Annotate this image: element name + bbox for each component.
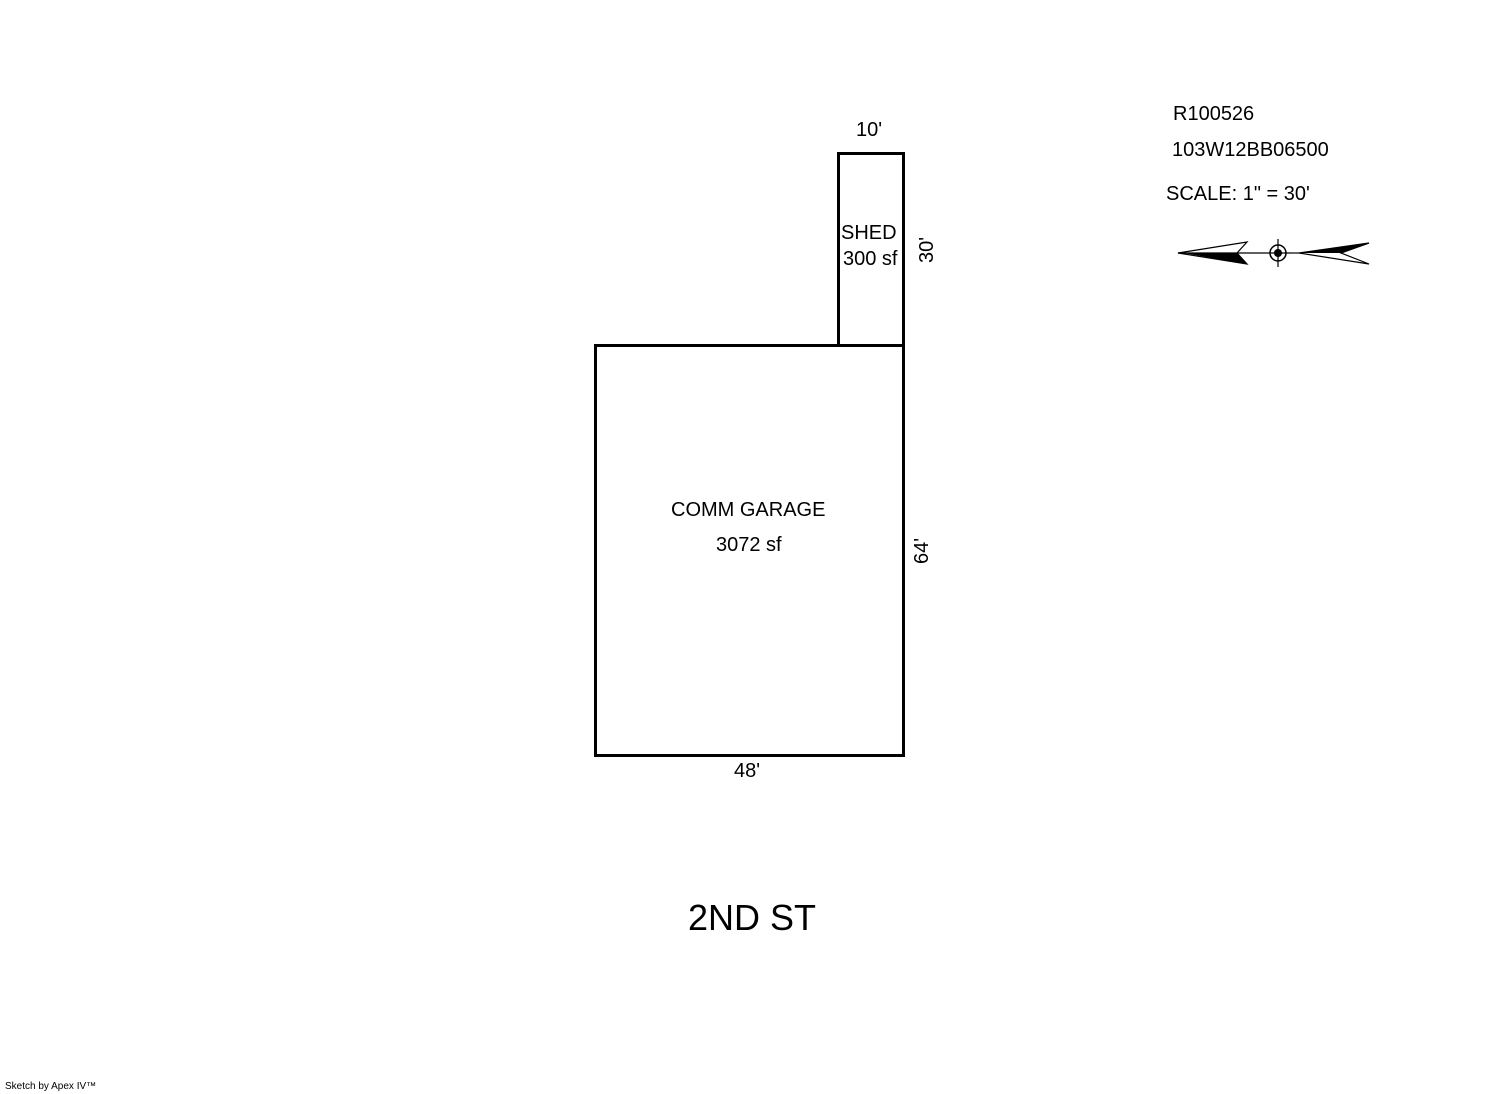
shed-name: SHED	[841, 222, 897, 244]
street-name: 2ND ST	[688, 897, 817, 938]
garage-depth-dimension: 64'	[911, 537, 933, 565]
garage-outline	[594, 344, 905, 757]
shed-area: 300 sf	[843, 248, 898, 270]
garage-width-dimension: 48'	[734, 760, 761, 782]
parcel-id: R100526	[1173, 103, 1255, 125]
north-arrow-icon	[1177, 239, 1370, 267]
scale-label: SCALE: 1" = 30'	[1166, 183, 1310, 205]
garage-name: COMM GARAGE	[671, 499, 826, 521]
map-number: 103W12BB06500	[1172, 139, 1329, 161]
sketch-credit: Sketch by Apex IV™	[5, 1081, 97, 1092]
garage-area: 3072 sf	[716, 534, 782, 556]
shed-depth-dimension: 30'	[916, 236, 938, 264]
shed-width-dimension: 10'	[856, 119, 883, 141]
